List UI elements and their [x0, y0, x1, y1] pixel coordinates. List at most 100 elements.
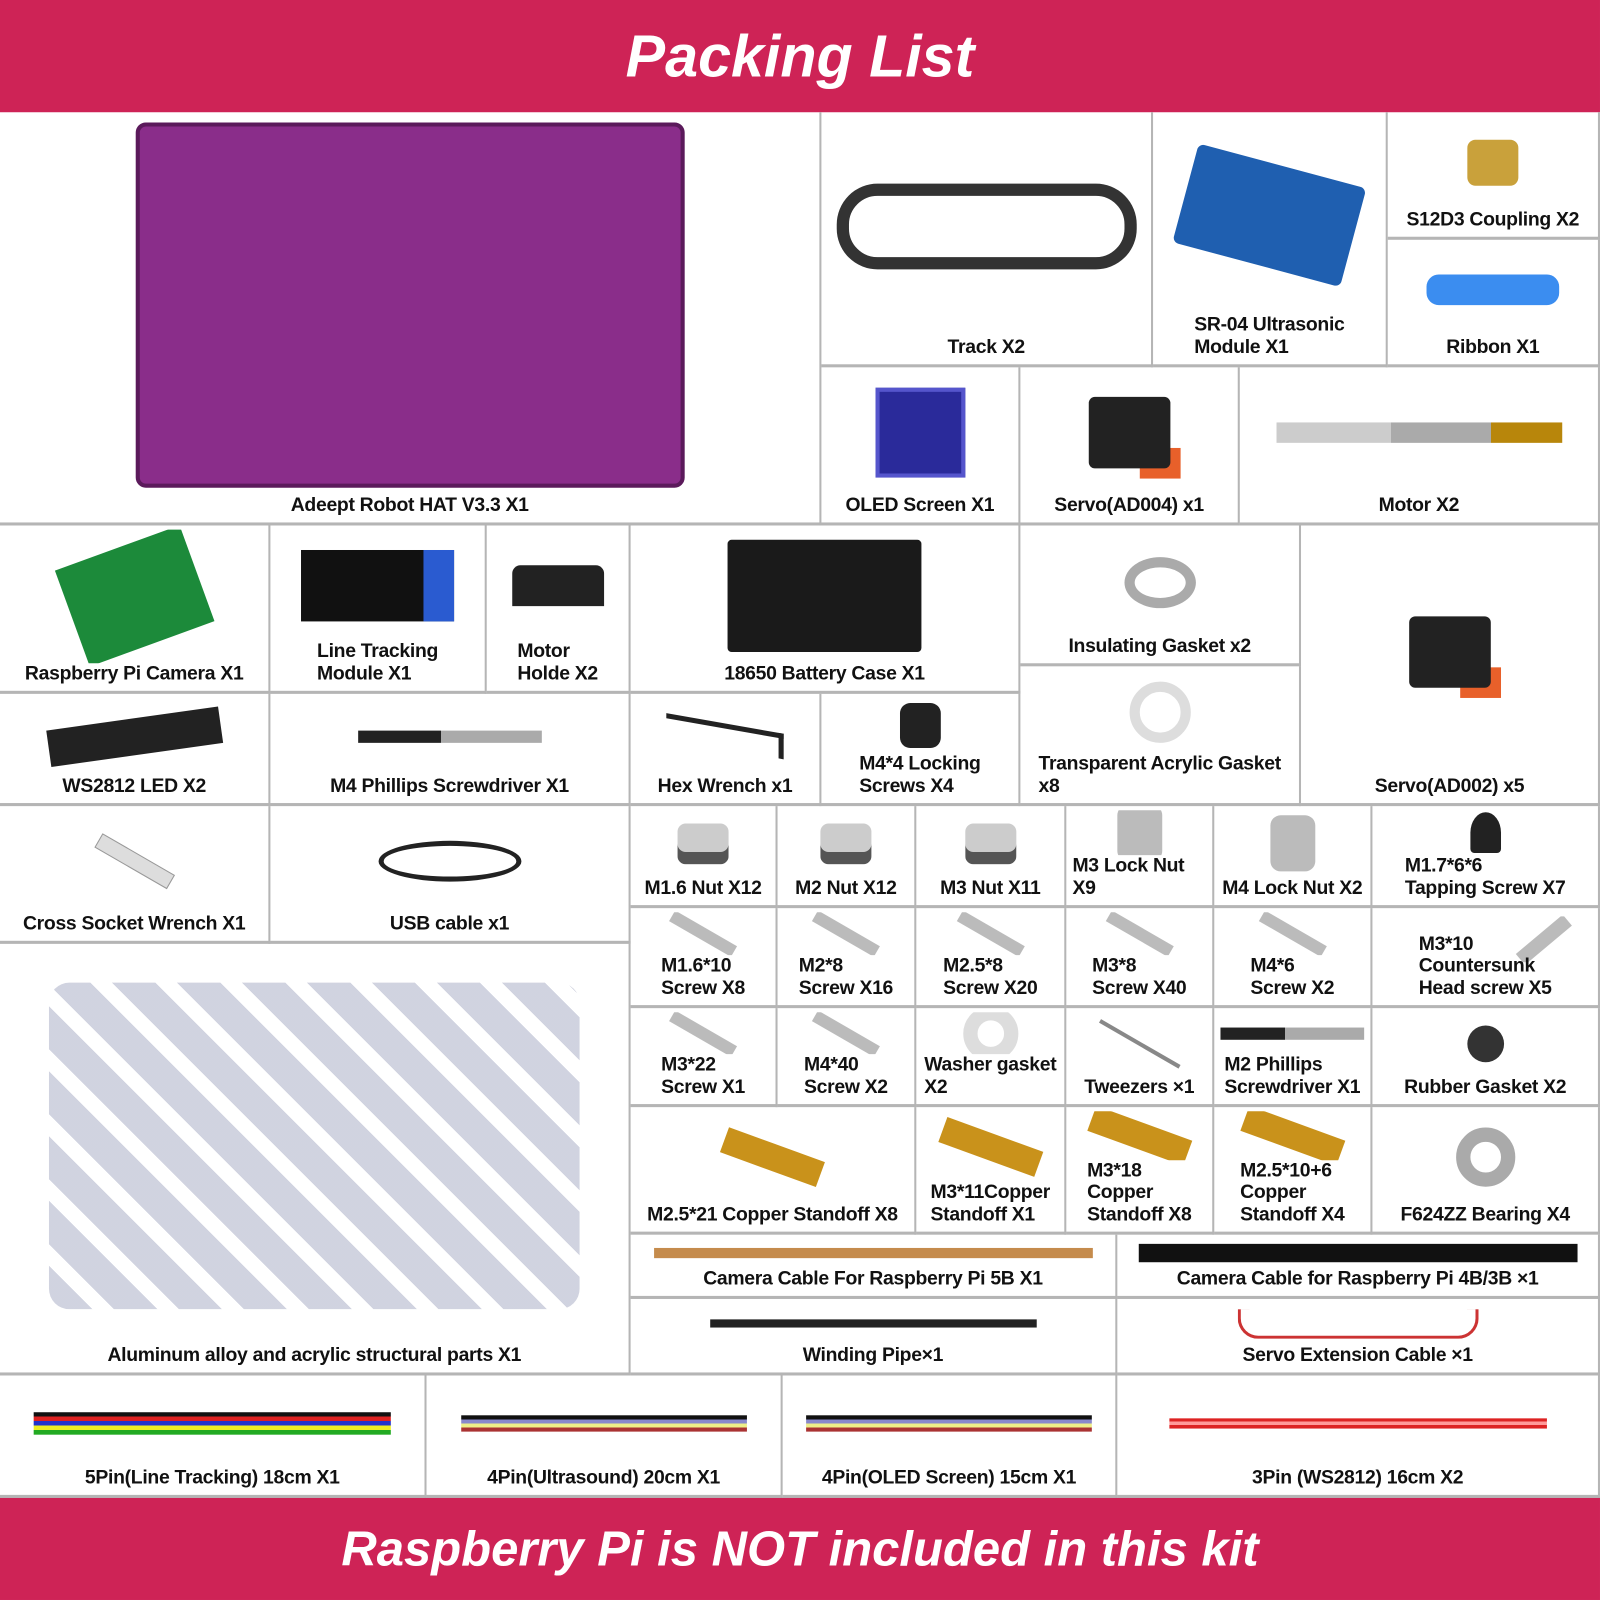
- gasket-icon: [1027, 530, 1293, 636]
- item-label: Camera Cable For Raspberry Pi 5B X1: [703, 1268, 1043, 1290]
- item-label: M3*10 Countersunk Head screw X5: [1418, 933, 1552, 999]
- item-label: Aluminum alloy and acrylic structural pa…: [107, 1344, 522, 1367]
- item-cell: Cross Socket Wrench X1: [0, 806, 271, 944]
- nut-icon: [784, 810, 908, 877]
- item-label: M3*18 Copper Standoff X8: [1087, 1160, 1192, 1226]
- cross-wrench-icon: [6, 810, 262, 913]
- item-label: 5Pin(Line Tracking) 18cm X1: [84, 1467, 340, 1489]
- item-label: Rubber Gasket X2: [1404, 1076, 1567, 1098]
- item-label: Servo Extension Cable ×1: [1242, 1344, 1474, 1367]
- item-cell: F624ZZ Bearing X4: [1372, 1107, 1600, 1235]
- item-label: M2.5*10+6 Copper Standoff X4: [1240, 1160, 1345, 1226]
- standoff-icon: [922, 1111, 1058, 1182]
- hex-wrench-icon: [637, 698, 814, 775]
- item-label: M4*6 Screw X2: [1250, 955, 1335, 999]
- screw-icon: [784, 912, 908, 956]
- battery-case-icon: [637, 530, 1013, 663]
- item-cell: M2.5*10+6 Copper Standoff X4: [1214, 1107, 1373, 1235]
- line-tracking-module-icon: [277, 530, 479, 642]
- item-cell: M4*6 Screw X2: [1214, 908, 1373, 1009]
- item-label: Raspberry Pi Camera X1: [24, 662, 244, 685]
- screw-icon: [1072, 912, 1206, 956]
- item-label: M1.7*6*6 Tapping Screw X7: [1404, 855, 1566, 899]
- item-cell: Ribbon X1: [1387, 239, 1600, 368]
- item-label: M3*8 Screw X40: [1092, 955, 1187, 999]
- tweezers-icon: [1072, 1012, 1206, 1076]
- item-cell: SR-04 Ultrasonic Module X1: [1153, 112, 1388, 368]
- item-cell: Aluminum alloy and acrylic structural pa…: [0, 943, 631, 1376]
- item-cell: Motor Holde X2: [486, 525, 631, 694]
- item-label: M1.6 Nut X12: [644, 877, 762, 899]
- screw-icon: [637, 912, 770, 956]
- item-label: Track X2: [947, 336, 1026, 358]
- nut-icon: [922, 810, 1058, 877]
- coupling-icon: [1394, 116, 1592, 209]
- item-label: M2 Phillips Screwdriver X1: [1224, 1054, 1361, 1098]
- winding-pipe-icon: [637, 1303, 1109, 1345]
- wire-3pin-icon: [1123, 1380, 1591, 1467]
- screw-icon: [1220, 912, 1364, 956]
- servo-icon: [1027, 371, 1232, 494]
- acrylic-gasket-icon: [1027, 670, 1293, 753]
- item-label: M1.6*10 Screw X8: [661, 955, 745, 999]
- item-cell: USB cable x1: [270, 806, 631, 944]
- standoff-icon: [1220, 1111, 1364, 1161]
- item-label: M2.5*8 Screw X20: [943, 955, 1038, 999]
- item-cell: WS2812 LED X2: [0, 693, 271, 807]
- lock-nut-icon: [1220, 810, 1364, 877]
- item-cell: Hex Wrench x1: [630, 693, 822, 807]
- servo-icon: [1307, 530, 1592, 776]
- item-label: Camera Cable for Raspberry Pi 4B/3B ×1: [1176, 1268, 1539, 1290]
- item-cell: Tweezers ×1: [1066, 1008, 1215, 1108]
- item-label: M3*22 Screw X1: [661, 1054, 745, 1098]
- item-label: Transparent Acrylic Gasket x8: [1038, 753, 1281, 797]
- usb-cable-icon: [277, 810, 623, 913]
- item-label: M3*11Copper Standoff X1: [930, 1182, 1051, 1226]
- item-cell: M2.5*8 Screw X20: [916, 908, 1067, 1009]
- servo-extension-cable-icon: [1123, 1303, 1591, 1345]
- item-label: USB cable x1: [389, 912, 510, 935]
- item-cell: 3Pin (WS2812) 16cm X2: [1117, 1375, 1600, 1498]
- wire-5pin-icon: [6, 1380, 418, 1467]
- led-board-icon: [6, 698, 262, 775]
- screw-icon: [922, 912, 1058, 956]
- item-label: M2.5*21 Copper Standoff X8: [647, 1203, 898, 1226]
- item-label: S12D3 Coupling X2: [1406, 208, 1580, 231]
- item-cell: M3*8 Screw X40: [1066, 908, 1215, 1009]
- item-label: M2*8 Screw X16: [798, 955, 894, 999]
- camera-module-icon: [6, 529, 262, 663]
- standoff-icon: [1072, 1111, 1206, 1161]
- tapping-screw-icon: [1379, 810, 1592, 855]
- item-cell: Raspberry Pi Camera X1: [0, 525, 271, 694]
- item-cell: Camera Cable For Raspberry Pi 5B X1: [630, 1234, 1118, 1299]
- notice-banner: Raspberry Pi is NOT included in this kit: [0, 1497, 1600, 1600]
- washer-icon: [922, 1012, 1058, 1055]
- item-label: WS2812 LED X2: [62, 775, 207, 797]
- item-label: Adeept Robot HAT V3.3 X1: [290, 494, 529, 517]
- item-cell: OLED Screen X1: [821, 367, 1021, 526]
- item-label: M4*40 Screw X2: [804, 1054, 888, 1098]
- item-cell: M2 Nut X12: [777, 806, 917, 909]
- item-cell: 18650 Battery Case X1: [630, 525, 1021, 694]
- screw-icon: [784, 1012, 908, 1055]
- item-cell: 4Pin(Ultrasound) 20cm X1: [426, 1375, 783, 1498]
- item-label: Insulating Gasket x2: [1068, 635, 1251, 657]
- item-cell: M2*8 Screw X16: [777, 908, 917, 1009]
- item-label: M3 Nut X11: [940, 877, 1041, 899]
- track-icon: [828, 116, 1145, 336]
- flex-cable-icon: [637, 1239, 1109, 1268]
- item-cell: M3*18 Copper Standoff X8: [1066, 1107, 1215, 1235]
- item-label: Cross Socket Wrench X1: [22, 912, 246, 935]
- item-cell: Line Tracking Module X1: [270, 525, 487, 694]
- item-cell: M3*11Copper Standoff X1: [916, 1107, 1067, 1235]
- item-label: Ribbon X1: [1446, 336, 1540, 358]
- robot-hat-board-icon: [6, 116, 813, 494]
- ultrasonic-sensor-icon: [1159, 116, 1379, 314]
- item-cell: M4 Phillips Screwdriver X1: [270, 693, 631, 807]
- item-label: 18650 Battery Case X1: [724, 662, 925, 685]
- item-label: M2 Nut X12: [795, 877, 897, 899]
- standoff-icon: [637, 1111, 908, 1204]
- item-cell: Rubber Gasket X2: [1372, 1008, 1600, 1108]
- item-cell: Washer gasket X2: [916, 1008, 1067, 1108]
